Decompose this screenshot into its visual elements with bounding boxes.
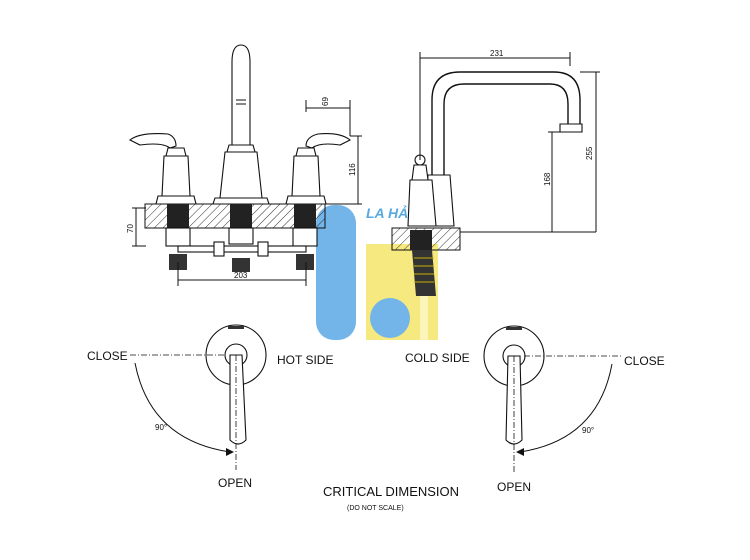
hot-handle-view: CLOSE HOT SIDE 90° OPEN: [87, 324, 333, 490]
cold-valve: [285, 133, 352, 270]
dim-spout-reach: 231: [419, 49, 571, 150]
watermark-blue-bar: [316, 205, 356, 340]
hot-open-label: OPEN: [218, 476, 252, 490]
cold-angle-label: 90°: [582, 426, 594, 435]
center-spout: [212, 44, 270, 272]
watermark-blue-dot: [370, 298, 410, 338]
cold-side-label: COLD SIDE: [405, 351, 470, 365]
side-spout: [431, 71, 583, 175]
spread-value: 203: [234, 271, 248, 280]
handle-offset-value: 69: [321, 97, 330, 106]
dim-overall-height: 255: [580, 71, 600, 232]
deck-height-value: 70: [126, 224, 135, 233]
side-elevation: 231 168 255: [391, 49, 600, 296]
dim-handle-height: 116: [326, 135, 362, 205]
cold-close-label: CLOSE: [624, 354, 665, 368]
caption-title: CRITICAL DIMENSION: [323, 484, 459, 499]
overall-height-value: 255: [585, 146, 594, 160]
dim-spread: 203: [177, 262, 307, 286]
spout-reach-value: 231: [490, 49, 504, 58]
handle-height-value: 116: [348, 163, 357, 176]
dim-deck-height: 70: [126, 207, 146, 247]
watermark-text: LA HẢO: [366, 205, 419, 221]
caption-subtitle: (DO NOT SCALE): [347, 505, 404, 512]
supply-connector: [177, 241, 307, 257]
hot-angle-label: 90°: [155, 423, 167, 432]
spout-clearance-value: 168: [543, 172, 552, 186]
hot-side-label: HOT SIDE: [277, 353, 333, 367]
hot-close-label: CLOSE: [87, 349, 128, 363]
front-elevation: 70 203 69 116: [126, 44, 362, 286]
cold-open-label: OPEN: [497, 480, 531, 494]
cold-handle-view: COLD SIDE CLOSE 90° OPEN: [405, 325, 665, 494]
dim-spout-clearance: 168: [460, 131, 596, 233]
dim-handle-offset: 69: [305, 97, 351, 136]
